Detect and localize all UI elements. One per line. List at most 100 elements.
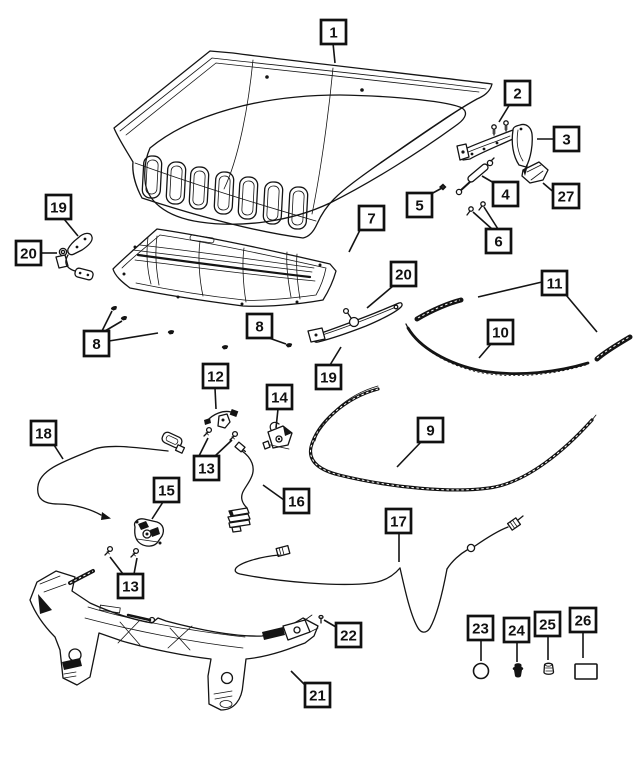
grille-slot [287,186,309,230]
screws-6-drawing [466,201,486,216]
callout-1[interactable]: 1 [319,18,348,46]
callout-6[interactable]: 6 [484,227,513,255]
callout-26[interactable]: 26 [568,606,598,634]
callout-13-lower[interactable]: 13 [116,572,145,600]
callout-17[interactable]: 17 [384,507,413,535]
callout-20-left[interactable]: 20 [14,239,43,267]
hood-panel-drawing [113,50,493,239]
callout-label: 4 [501,187,510,204]
callout-label: 20 [20,246,37,263]
callout-24[interactable]: 24 [502,616,531,644]
grille-slot [237,176,259,220]
hood-grille-slots [141,155,309,230]
grille-slot [213,171,235,215]
callout-20-right[interactable]: 20 [389,260,418,288]
leader-line [198,437,209,457]
callout-12[interactable]: 12 [201,362,230,390]
callout-label: 19 [50,200,67,217]
leader-line [478,343,492,359]
callout-23[interactable]: 23 [466,614,495,642]
leader-line [101,310,113,332]
callout-label: 9 [426,423,434,440]
callout-16[interactable]: 16 [282,487,311,515]
callout-label: 26 [575,613,592,630]
callout-27[interactable]: 27 [551,182,581,210]
release-cable-18-drawing [37,431,186,520]
leader-line [348,229,361,253]
callout-label: 1 [329,25,337,42]
grille-slot [262,181,284,225]
callout-label: 17 [390,514,407,531]
callout-19-left[interactable]: 19 [44,193,73,221]
callout-15[interactable]: 15 [152,476,181,504]
callout-label: 7 [367,211,375,228]
callout-14[interactable]: 14 [265,383,294,411]
callout-3[interactable]: 3 [552,125,581,153]
screws-13-drawing [104,426,239,558]
callout-10[interactable]: 10 [486,318,515,346]
callout-label: 5 [415,198,423,215]
hood-silencer-pad-drawing [112,228,337,307]
leader-line [133,557,138,575]
callout-label: 21 [309,688,326,705]
callout-7[interactable]: 7 [357,204,386,232]
leader-line [366,285,394,309]
leader-line [262,484,285,501]
callout-label: 8 [92,336,100,353]
leader-line [483,206,499,230]
callout-13-upper[interactable]: 13 [192,454,221,482]
hood-hinge-left-drawing [55,232,94,281]
seal-9-drawing [308,385,597,492]
leader-line [214,439,233,457]
callout-5[interactable]: 5 [405,191,434,219]
callout-2[interactable]: 2 [503,79,532,107]
callout-label: 12 [207,369,224,386]
callout-label: 13 [122,579,139,596]
leader-line [332,42,336,64]
leader-line [63,218,79,237]
leader-line [472,211,493,230]
callout-label: 19 [320,370,337,387]
callout-4[interactable]: 4 [491,180,520,208]
hood-hinge-right2-drawing [307,302,403,343]
callout-label: 16 [288,494,305,511]
callout-9[interactable]: 9 [416,416,445,444]
leader-line [565,294,598,333]
leader-line [108,332,159,342]
callout-label: 6 [494,234,502,251]
leader-line [396,441,422,468]
callout-19-right[interactable]: 19 [314,363,343,391]
cable-16-drawing [227,441,254,533]
safety-catch-14-drawing [262,421,293,450]
callout-label: 13 [198,461,215,478]
clips-8-drawing [110,305,293,350]
callout-18[interactable]: 18 [29,419,58,447]
hinge-support-bracket-drawing [521,161,549,184]
hood-latch-15-drawing [133,518,164,547]
callout-22[interactable]: 22 [334,621,363,649]
clip-5-drawing [439,183,447,191]
callout-11[interactable]: 11 [540,269,569,297]
callout-8-right[interactable]: 8 [245,312,274,340]
grille-slot [165,161,187,205]
fastener-26-pad [574,663,598,680]
radiator-support-drawing [29,569,319,711]
callout-21[interactable]: 21 [303,681,332,709]
leader-line [214,387,217,410]
screw-22-drawing [318,614,324,624]
leader-lines [41,42,598,687]
callout-label: 15 [158,483,175,500]
callout-label: 27 [558,189,575,206]
leader-line [104,320,123,332]
hood-hinge-right-drawing [456,123,533,168]
seal-strips-11-drawing [414,297,633,362]
leader-line [109,556,124,575]
hood-prop-strut-drawing [455,157,495,196]
callout-8-left[interactable]: 8 [82,329,111,358]
callout-25[interactable]: 25 [533,610,562,638]
seal-10-drawing [405,323,590,376]
callout-label: 11 [547,276,563,293]
fastener-23-grommet [472,662,490,680]
callout-label: 14 [271,390,288,407]
